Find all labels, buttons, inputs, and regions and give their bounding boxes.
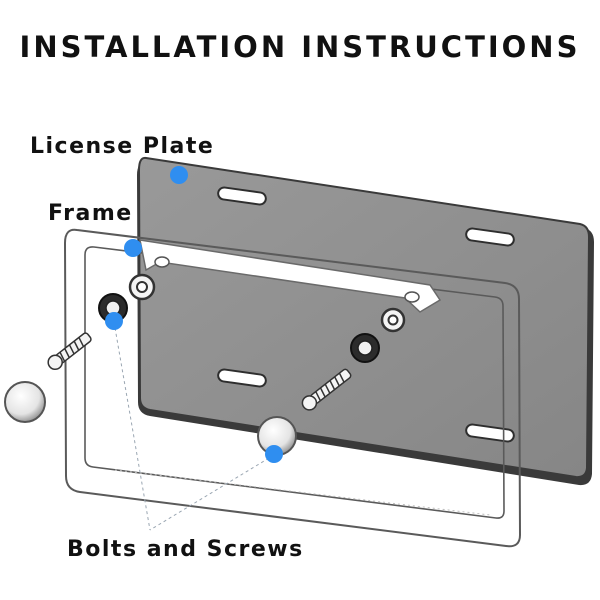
frame-label: Frame — [48, 201, 133, 226]
plate-slots — [217, 186, 515, 443]
bolt-marker — [105, 312, 123, 330]
license-plate-marker — [170, 166, 188, 184]
bolts-pointer-lines — [113, 321, 275, 531]
markers — [105, 166, 283, 463]
screw-caps — [4, 381, 297, 456]
screws — [47, 332, 352, 411]
bolt-heads — [98, 293, 380, 363]
license-plate-frame — [63, 228, 522, 548]
frame-marker — [124, 239, 142, 257]
screw-cap-marker — [265, 445, 283, 463]
license-plate-label: License Plate — [30, 134, 215, 159]
washers — [128, 273, 406, 333]
bolts-and-screws-label: Bolts and Screws — [67, 537, 304, 562]
page-title: INSTALLATION INSTRUCTIONS — [19, 30, 581, 64]
license-plate — [137, 156, 594, 486]
